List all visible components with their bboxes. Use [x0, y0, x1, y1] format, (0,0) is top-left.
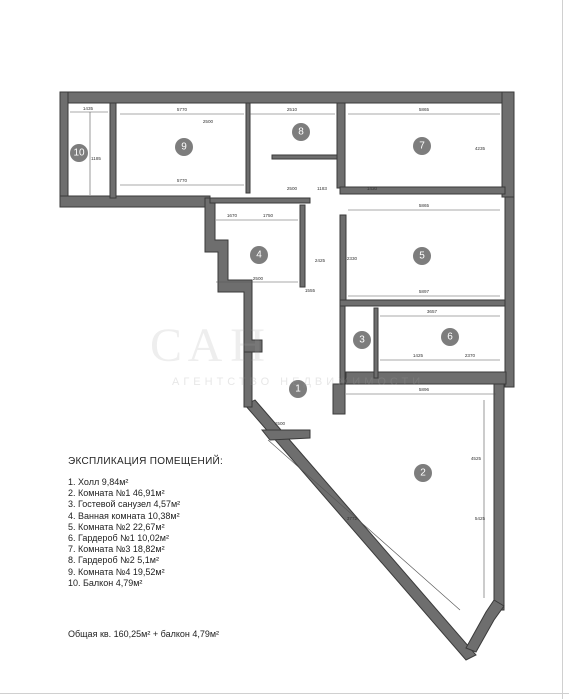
- walls: [59, 91, 515, 661]
- dim-label: 5770: [177, 178, 188, 183]
- room-8-number: 8: [298, 127, 304, 138]
- wall-hall-left: [243, 351, 253, 408]
- room-7-number: 7: [419, 141, 425, 152]
- room-6-number: 6: [447, 332, 453, 343]
- dim-label: 3657: [427, 309, 438, 314]
- legend-item: 8. Гардероб №2 5,1м²: [68, 555, 159, 566]
- room-5-number: 5: [419, 251, 425, 262]
- dim-label: 2370: [465, 353, 476, 358]
- wall-top: [59, 91, 515, 104]
- dim-label: 5896: [419, 387, 430, 392]
- room-6-badge: [441, 328, 459, 346]
- page-edge-line: [562, 0, 563, 699]
- dim-label: 1670: [227, 213, 238, 218]
- legend-list: 1. Холл 9,84м² 2. Комната №1 46,91м² 3. …: [68, 477, 180, 589]
- dim-label: 5865: [419, 203, 430, 208]
- room-3-number: 3: [359, 335, 365, 346]
- watermark-logo: САН: [150, 319, 273, 372]
- dimension-labels: 1435 5770 5770 2510 2500 5865 5865 1670 …: [83, 106, 486, 521]
- legend-item: 6. Гардероб №1 10,02м²: [68, 532, 169, 543]
- dim-label: 4235: [475, 146, 486, 151]
- wall-right-lower: [493, 379, 505, 611]
- room-1-number: 1: [295, 384, 301, 395]
- room-2-number: 2: [420, 468, 426, 479]
- wall-8-inner: [271, 154, 338, 160]
- dim-label: 5865: [419, 107, 430, 112]
- room-badges: 1 2 3 4 5 6 7 8 9 10: [70, 123, 459, 482]
- legend-item: 3. Гостевой санузел 4,57м²: [68, 499, 181, 510]
- wall-7-bottom: [339, 186, 506, 195]
- wall-stepped-left: [204, 197, 263, 353]
- dim-label: 2510: [287, 107, 298, 112]
- wall-4-right: [299, 204, 306, 288]
- dim-label: 2500: [287, 186, 298, 191]
- dim-label: 5425: [475, 516, 486, 521]
- room-2-badge: [414, 464, 432, 482]
- wall-9-8: [245, 102, 251, 194]
- dim-label: 1435: [83, 106, 94, 111]
- legend-item: 4. Ванная комната 10,38м²: [68, 510, 180, 521]
- dim-label: 2330: [347, 256, 358, 261]
- dimension-lines: [70, 111, 500, 611]
- wall-1-bottom: [260, 429, 311, 441]
- room-9-badge: [175, 138, 193, 156]
- wall-1-2: [332, 383, 346, 415]
- wall-5-bottom: [339, 299, 506, 307]
- wall-left-top: [59, 91, 69, 208]
- dim-label: 1500: [275, 421, 286, 426]
- legend-item: 2. Комната №1 46,91м²: [68, 488, 165, 499]
- room-8-badge: [292, 123, 310, 141]
- dim-label: 4525: [471, 456, 482, 461]
- dim-label: 1750: [263, 213, 274, 218]
- dim-label: 1430: [367, 186, 378, 191]
- wall-8-7: [336, 102, 346, 189]
- room-1-badge: [289, 380, 307, 398]
- wall-room2-corner: [465, 599, 505, 653]
- room-9-number: 9: [181, 142, 187, 153]
- wall-room6-bottom: [345, 371, 507, 385]
- dim-label: 2500: [203, 119, 214, 124]
- legend-item: 7. Комната №3 18,82м²: [68, 544, 165, 555]
- dim-label: 3772: [347, 516, 358, 521]
- dim-label: 5770: [177, 107, 188, 112]
- dim-label: 2500: [253, 276, 264, 281]
- room-4-badge: [250, 246, 268, 264]
- page-bottom-line: [0, 693, 569, 694]
- dim-label: 1555: [305, 288, 316, 293]
- total-area: Общая кв. 160,25м² + балкон 4,79м²: [68, 629, 220, 639]
- dim-label: 1425: [413, 353, 424, 358]
- room-10-number: 10: [73, 148, 85, 159]
- legend-item: 5. Комната №2 22,67м²: [68, 521, 165, 532]
- wall-3-right: [373, 307, 379, 379]
- watermark-subtitle: АГЕНТСТВО НЕДВИЖИМОСТИ: [172, 376, 425, 388]
- legend-item: 1. Холл 9,84м²: [68, 477, 129, 487]
- legend-item: 10. Балкон 4,79м²: [68, 577, 143, 588]
- room-5-badge: [413, 247, 431, 265]
- wall-right-mid: [504, 196, 515, 388]
- wall-4-top: [209, 197, 311, 204]
- wall-bottom-left: [59, 195, 211, 208]
- legend-title: ЭКСПЛИКАЦИЯ ПОМЕЩЕНИЙ:: [68, 456, 224, 467]
- room-7-badge: [413, 137, 431, 155]
- room-4-number: 4: [256, 250, 262, 261]
- dim-label: 1183: [317, 186, 327, 191]
- wall-right-upper: [501, 91, 515, 198]
- room-10-badge: [70, 144, 88, 162]
- dim-label: 2425: [315, 258, 326, 263]
- legend-item: 9. Комната №4 19,52м²: [68, 566, 165, 577]
- dim-label: 1185: [91, 156, 101, 161]
- room-3-badge: [353, 331, 371, 349]
- wall-10-9: [109, 102, 117, 199]
- wall-5-left: [339, 214, 347, 306]
- dim-label: 5897: [419, 289, 430, 294]
